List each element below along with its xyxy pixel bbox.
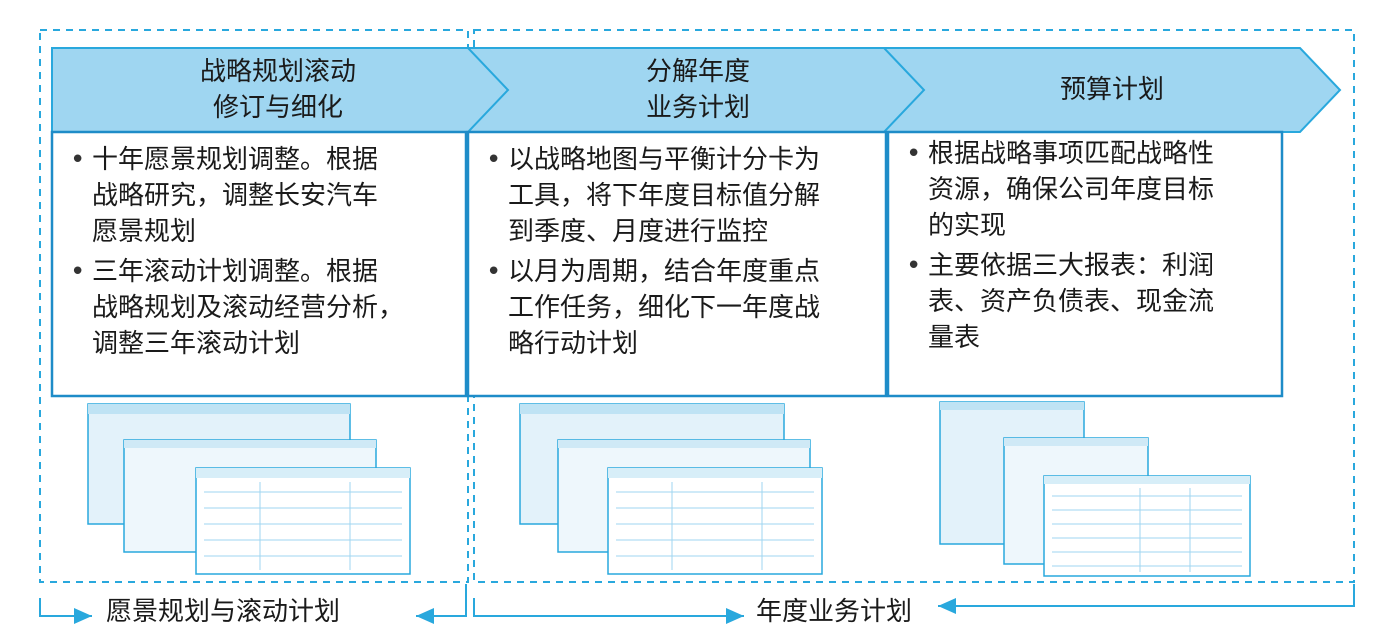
- bullet-item: 十年愿景规划调整。根据 战略研究，调整长安汽车 愿景规划: [66, 142, 462, 250]
- bullet-item: 三年滚动计划调整。根据 战略规划及滚动经营分析， 调整三年滚动计划: [66, 254, 462, 362]
- bullet-line: 到季度、月度进行监控: [508, 217, 769, 247]
- bullet-item: 以月为周期，结合年度重点 工作任务，细化下一年度战 略行动计划: [482, 254, 882, 362]
- stage-1-title: 战略规划滚动 修订与细化: [82, 48, 474, 132]
- stage-2-title: 分解年度 业务计划: [508, 48, 888, 132]
- stage-3-title-line-1: 预算计划: [1059, 75, 1164, 105]
- bullet-line: 量表: [928, 323, 981, 353]
- bullet-line: 主要依据三大报表：利润: [928, 251, 1215, 281]
- bullet-item: 根据战略事项匹配战略性 资源，确保公司年度目标 的实现: [902, 136, 1280, 244]
- bracket-arrow-left-1: [39, 598, 92, 624]
- stage-3-bullets: 根据战略事项匹配战略性 资源，确保公司年度目标 的实现 主要依据三大报表：利润 …: [902, 136, 1280, 360]
- document-stack-3: [939, 401, 1251, 577]
- bullet-line: 根据战略事项匹配战略性: [928, 139, 1215, 169]
- document-stack-1: [87, 403, 411, 575]
- bullet-item: 以战略地图与平衡计分卡为 工具，将下年度目标值分解 到季度、月度进行监控: [482, 142, 882, 250]
- bullet-line: 以月为周期，结合年度重点: [508, 257, 821, 287]
- stage-2-bullets: 以战略地图与平衡计分卡为 工具，将下年度目标值分解 到季度、月度进行监控 以月为…: [482, 142, 882, 366]
- bullet-line: 十年愿景规划调整。根据: [92, 145, 379, 175]
- stage-2-title-line-2: 业务计划: [645, 93, 750, 123]
- bracket-arrow-right-1: [473, 598, 744, 624]
- bracket-arrow-left-2: [416, 584, 467, 624]
- bullet-line: 愿景规划: [92, 217, 197, 247]
- bullet-line: 三年滚动计划调整。根据: [92, 257, 379, 287]
- stage-1-title-line-2: 修订与细化: [212, 93, 343, 123]
- chevron-arrow-3: [881, 47, 1342, 133]
- bullet-line: 资源，确保公司年度目标: [928, 175, 1215, 205]
- bullet-line: 调整三年滚动计划: [92, 329, 301, 359]
- stage-3-title: 预算计划: [924, 48, 1300, 132]
- bullet-line: 工作任务，细化下一年度战: [508, 293, 821, 323]
- bullet-line: 略行动计划: [508, 329, 639, 359]
- bullet-line: 表、资产负债表、现金流: [928, 287, 1215, 317]
- bullet-line: 战略规划及滚动经营分析，: [92, 293, 405, 323]
- bullet-line: 战略研究，调整长安汽车: [92, 181, 379, 211]
- stage-2-title-line-1: 分解年度: [645, 57, 750, 87]
- bullet-item: 主要依据三大报表：利润 表、资产负债表、现金流 量表: [902, 248, 1280, 356]
- bottom-label-annual-business-plan: 年度业务计划: [756, 597, 913, 627]
- bullet-line: 以战略地图与平衡计分卡为: [508, 145, 821, 175]
- bottom-label-vision-rolling-plan: 愿景规划与滚动计划: [106, 597, 341, 627]
- document-stack-2: [519, 403, 823, 575]
- bracket-arrow-right-2: [938, 584, 1355, 614]
- stage-1-title-line-1: 战略规划滚动: [199, 57, 356, 87]
- bullet-line: 工具，将下年度目标值分解: [508, 181, 821, 211]
- bullet-line: 的实现: [928, 211, 1007, 241]
- stage-1-bullets: 十年愿景规划调整。根据 战略研究，调整长安汽车 愿景规划 三年滚动计划调整。根据…: [66, 142, 462, 366]
